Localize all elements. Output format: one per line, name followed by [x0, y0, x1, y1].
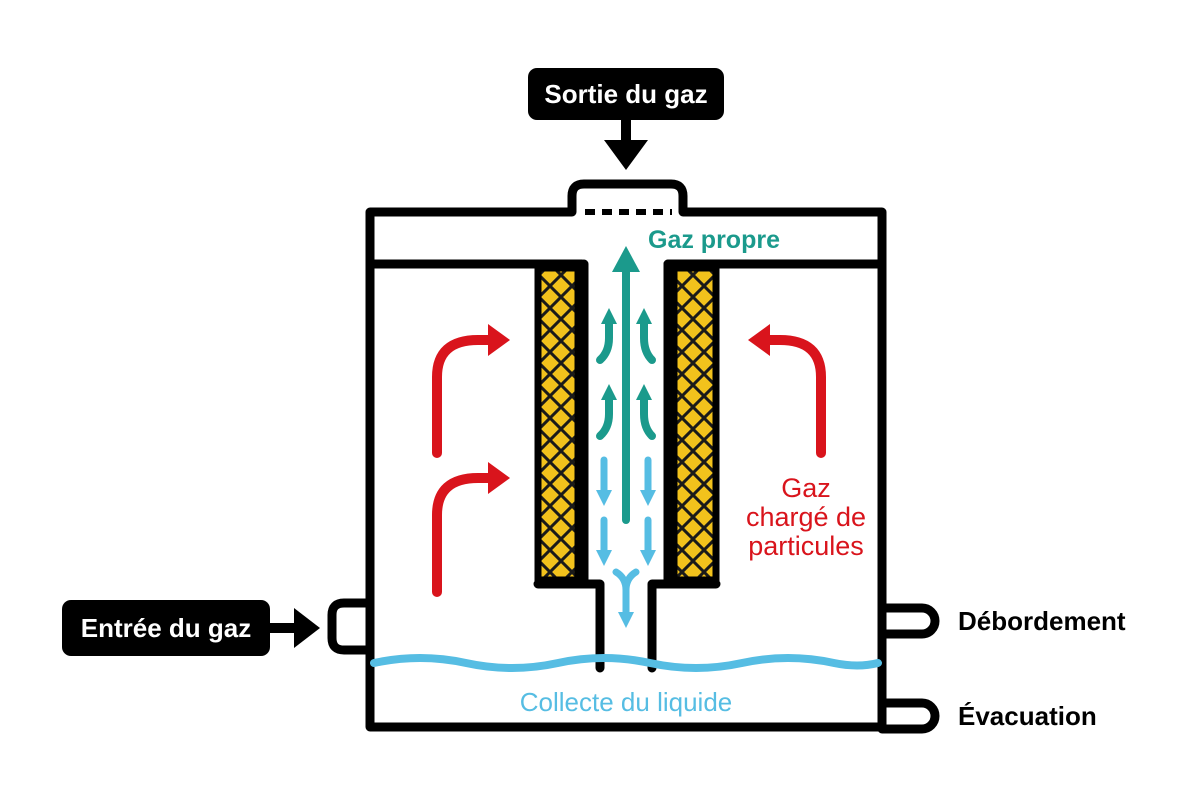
- clean-gas-label: Gaz propre: [648, 226, 780, 254]
- arrow-icon: [748, 324, 770, 356]
- filter-column-left: [534, 264, 582, 584]
- filter-packing: [534, 264, 720, 584]
- arrow-icon: [636, 308, 652, 324]
- vessel-outline: [327, 179, 940, 734]
- triangle-arrow-icon: [294, 608, 320, 648]
- arrow-icon: [601, 384, 617, 400]
- arrow-icon: [640, 490, 656, 506]
- arrow-icon: [596, 394, 613, 440]
- arrow-icon: [488, 462, 510, 494]
- gas-inlet-label: Entrée du gaz: [62, 600, 320, 656]
- triangle-arrow-icon: [604, 140, 648, 170]
- loaded-gas-line-3: particules: [748, 531, 864, 561]
- drain-pipe-left: [533, 579, 605, 673]
- loaded-gas-arrows: [432, 324, 826, 597]
- overflow-nozzle: [877, 603, 940, 639]
- arrow-icon: [640, 550, 656, 566]
- drain-nozzle: [877, 698, 940, 734]
- arrow-icon: [432, 473, 495, 597]
- overflow-label: Débordement: [958, 606, 1126, 636]
- liquid-collection-label: Collecte du liquide: [520, 687, 732, 717]
- gas-outlet-text: Sortie du gaz: [544, 79, 707, 109]
- gas-inlet-text: Entrée du gaz: [81, 613, 251, 643]
- arrow-icon: [612, 246, 640, 272]
- dashed-openings: [367, 209, 885, 726]
- arrow-icon: [596, 490, 612, 506]
- arrow-icon: [488, 324, 510, 356]
- arrow-icon: [596, 550, 612, 566]
- arrow-icon: [432, 335, 495, 458]
- gas-outlet-label-box: [528, 68, 724, 120]
- gas-outlet-label: Sortie du gaz: [528, 68, 724, 170]
- liquid-surface: [370, 654, 882, 672]
- loaded-gas-line-2: chargé de: [746, 502, 866, 532]
- inlet-nozzle: [327, 598, 375, 655]
- arrow-icon: [640, 394, 656, 440]
- vessel-shell: [365, 179, 887, 732]
- arrow-icon: [618, 612, 634, 628]
- clean-gas-arrows: [596, 246, 656, 524]
- drain-label: Évacuation: [958, 701, 1097, 731]
- arrow-icon: [601, 308, 617, 324]
- loaded-gas-line-1: Gaz: [781, 473, 831, 503]
- drain-pipe-right: [647, 579, 721, 673]
- gas-inlet-label-box: [62, 600, 270, 656]
- arrow-icon: [596, 318, 613, 364]
- liquid-arrows: [596, 456, 656, 628]
- arrow-icon: [640, 318, 656, 364]
- filter-column-right: [670, 264, 720, 584]
- arrow-icon: [763, 335, 826, 458]
- loaded-gas-label: Gaz chargé de particules: [746, 473, 866, 561]
- arrow-icon: [636, 384, 652, 400]
